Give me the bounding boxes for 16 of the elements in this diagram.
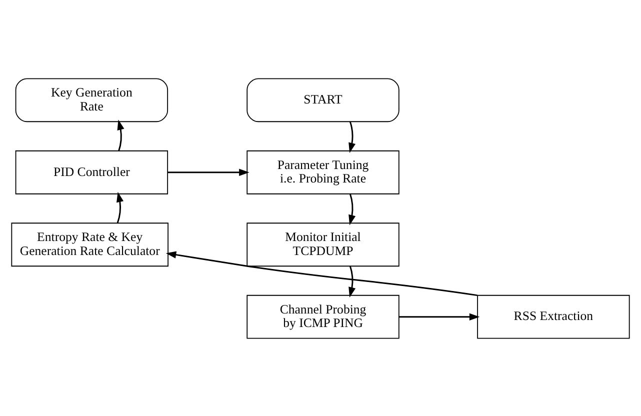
node-box: Parameter Tuning i.e. Probing Rate [246,150,400,194]
node-box: RSS Extraction [477,294,630,338]
arrow [117,119,124,151]
arrow [168,168,250,176]
arrow [348,121,356,153]
node-box: PID Controller [15,150,168,194]
arrow [166,250,478,296]
node-box: Key Generation Rate [15,78,168,122]
arrow [348,193,356,225]
arrow [348,266,356,297]
arrow [399,312,480,320]
arrow [116,191,124,223]
node-box: Entropy Rate & Key Generation Rate Calculator [11,222,168,266]
node-box: Monitor Initial TCPDUMP [246,222,400,266]
node-box: Channel Probing by ICMP PING [246,294,400,338]
node-box: START [246,78,400,122]
